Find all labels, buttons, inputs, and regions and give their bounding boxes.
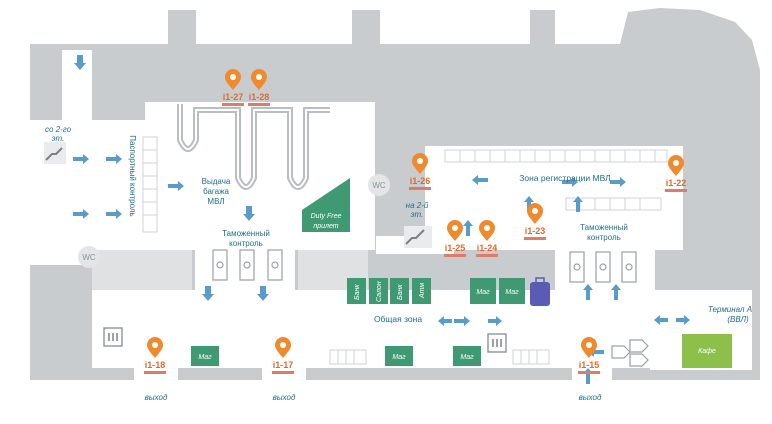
cafe-label: Кафе xyxy=(698,348,716,355)
pin-dot xyxy=(230,74,236,80)
gate-label-g23: i1-23 xyxy=(525,226,546,236)
exit-labels: выход выход выход xyxy=(145,393,602,402)
zone-labels: со 2-го эт. Паспортный контроль Выдача б… xyxy=(45,125,752,324)
mag-bottom1-label: Маг xyxy=(198,354,212,361)
baggage-claim-line2: багажа xyxy=(203,187,229,196)
gate-bar xyxy=(578,371,600,374)
escalator-mid xyxy=(404,226,432,248)
gate-label-g24: i1-24 xyxy=(477,243,498,253)
gate-label-g25: i1-25 xyxy=(445,243,466,253)
customs-right-line1: Таможенный xyxy=(580,223,628,232)
interior-rooms xyxy=(92,250,368,290)
pin-dot xyxy=(280,342,286,348)
mag-bottom3-label: Маг xyxy=(460,354,474,361)
checkin-zone-label: Зона регистрации МВЛ xyxy=(519,173,611,183)
gate-label-g18: i1-18 xyxy=(145,360,166,370)
terminal-a-line2: (ВВЛ) xyxy=(727,315,749,324)
salon-label: Салон xyxy=(376,281,383,302)
customs-gates-right xyxy=(569,251,637,283)
atm-label: Атм xyxy=(419,283,426,299)
gate-bar xyxy=(524,237,546,240)
pin-dot xyxy=(417,158,423,164)
from-second-floor-line2: эт. xyxy=(52,134,65,143)
exit1-label: выход xyxy=(145,393,168,402)
gate-pin-g27[interactable]: i1-27 xyxy=(222,69,244,106)
to-second-floor-line2: эт. xyxy=(411,210,424,219)
gate-bar xyxy=(272,371,294,374)
customs-gates-top xyxy=(212,249,283,281)
pin-dot xyxy=(256,74,262,80)
gate-label-g28: i1-28 xyxy=(249,92,270,102)
elevator-mid-icon xyxy=(487,333,507,353)
gate-label-g17: i1-17 xyxy=(273,360,294,370)
gate-label-g22: i1-22 xyxy=(666,178,687,188)
exit2-label: выход xyxy=(273,393,296,402)
from-second-floor-line1: со 2-го xyxy=(45,125,72,134)
to-second-floor-line1: на 2-й xyxy=(406,201,429,210)
gate-label-g26: i1-26 xyxy=(410,176,431,186)
elevator-left-icon xyxy=(103,327,123,347)
shop-labels: Банк Салон Банк Атм Маг Маг Маг Маг Маг … xyxy=(198,281,716,361)
shops xyxy=(191,278,525,366)
wc-markers xyxy=(78,174,390,268)
cafe xyxy=(682,334,732,368)
duty-free-line2: прилет xyxy=(313,223,338,230)
pin-dot xyxy=(673,160,679,166)
gate-pin-g17[interactable]: i1-17 xyxy=(272,337,294,374)
passport-control-label: Паспортный контроль xyxy=(128,135,137,216)
gate-pin-g26[interactable]: i1-26 xyxy=(409,153,431,190)
gate-pin-g28[interactable]: i1-28 xyxy=(248,69,270,106)
baggage-claim-line1: Выдача xyxy=(202,177,231,186)
security-gates-bottom xyxy=(611,339,649,367)
terminal-a-line1: Терминал А xyxy=(708,305,752,314)
pin-dot xyxy=(484,225,490,231)
gate-label-g27: i1-27 xyxy=(223,92,244,102)
gate-pin-g23[interactable]: i1-23 xyxy=(524,203,546,240)
baggage-carousels-inner xyxy=(179,104,330,188)
gate-bar xyxy=(444,254,466,257)
mag-bottom2-label: Маг xyxy=(392,354,406,361)
pin-dot xyxy=(152,342,158,348)
customs-top-line2: контроль xyxy=(229,239,263,248)
gate-pin-g15[interactable]: i1-15 xyxy=(578,337,600,374)
duty-free-shop xyxy=(302,178,350,232)
gate-pin-g22[interactable]: i1-22 xyxy=(665,155,687,192)
gate-bar xyxy=(476,254,498,257)
gate-bar xyxy=(144,371,166,374)
gate-label-g15: i1-15 xyxy=(579,360,600,370)
bank1-label: Банк xyxy=(354,284,361,300)
gate-pins[interactable]: i1-27 i1-28 i1-26 i1-25 i1-24 i1-23 i1-22 i1-18… xyxy=(144,69,687,374)
bank2-label: Банк xyxy=(397,284,404,300)
gate-bar xyxy=(222,103,244,106)
wc-mid-label: WC xyxy=(372,181,386,190)
gate-pin-g25[interactable]: i1-25 xyxy=(444,220,466,257)
baggage-claim-line3: МВЛ xyxy=(207,197,224,206)
pin-dot xyxy=(452,225,458,231)
mag-right1-label: Маг xyxy=(476,289,490,296)
customs-top-line1: Таможенный xyxy=(222,229,270,238)
gate-pin-g18[interactable]: i1-18 xyxy=(144,337,166,374)
duty-free-line1: Duty Free xyxy=(311,213,342,220)
gate-bar xyxy=(248,103,270,106)
pin-dot xyxy=(586,342,592,348)
gate-bar xyxy=(665,189,687,192)
customs-right-line2: контроль xyxy=(587,233,621,242)
escalator-left xyxy=(44,142,66,164)
exit3-label: выход xyxy=(579,393,602,402)
luggage-icon xyxy=(530,277,550,306)
checkin-counters xyxy=(142,136,668,365)
pin-dot xyxy=(532,208,538,214)
gate-pin-g24[interactable]: i1-24 xyxy=(476,220,498,257)
wc-left-label: WC xyxy=(82,253,96,262)
common-zone-label: Общая зона xyxy=(374,314,422,324)
mag-right2-label: Маг xyxy=(505,289,519,296)
gate-bar xyxy=(409,187,431,190)
